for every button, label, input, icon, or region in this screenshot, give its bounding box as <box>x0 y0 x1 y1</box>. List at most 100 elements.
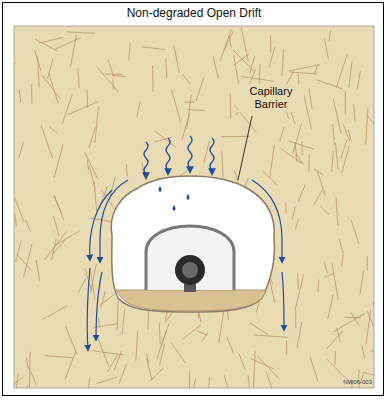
fracture-stroke <box>148 310 149 329</box>
fracture-stroke <box>314 169 323 175</box>
fracture-stroke <box>53 240 65 253</box>
fracture-stroke <box>321 206 330 214</box>
fracture-stroke <box>349 61 352 87</box>
fracture-stroke <box>54 216 60 236</box>
fracture-stroke <box>14 63 16 78</box>
fracture-stroke <box>337 328 341 342</box>
fracture-stroke <box>105 74 123 75</box>
fracture-stroke <box>219 308 224 343</box>
fracture-stroke <box>253 335 288 337</box>
fracture-stroke <box>222 151 223 178</box>
fracture-stroke <box>354 105 355 121</box>
fracture-stroke <box>239 354 245 370</box>
fracture-stroke <box>89 127 95 148</box>
fracture-stroke <box>344 317 361 318</box>
fracture-stroke <box>192 378 195 388</box>
waste-package-core <box>182 262 198 278</box>
fracture-stroke <box>54 195 64 220</box>
fracture-stroke <box>89 166 95 189</box>
fracture-stroke <box>49 73 58 103</box>
fracture-stroke <box>362 346 365 358</box>
fracture-stroke <box>290 72 317 74</box>
fracture-stroke <box>289 65 320 71</box>
fracture-stroke <box>270 145 275 178</box>
fracture-stroke <box>150 368 163 381</box>
fracture-stroke <box>332 263 338 300</box>
fracture-stroke <box>67 32 95 34</box>
fracture-stroke <box>298 184 305 202</box>
fracture-texture <box>14 27 374 388</box>
fracture-stroke <box>108 59 114 76</box>
fracture-stroke <box>297 273 298 289</box>
fracture-stroke <box>250 358 274 368</box>
fracture-stroke <box>269 47 275 68</box>
fracture-stroke <box>286 341 287 355</box>
fracture-stroke <box>257 356 279 379</box>
fracture-stroke <box>147 359 153 380</box>
fracture-stroke <box>183 325 201 339</box>
fracture-stroke <box>184 102 194 103</box>
fracture-stroke <box>317 280 319 293</box>
fracture-stroke <box>26 220 31 232</box>
fracture-stroke <box>208 377 210 388</box>
fracture-stroke <box>31 84 32 103</box>
waste-package <box>175 255 205 285</box>
fracture-stroke <box>14 377 23 388</box>
fracture-stroke <box>310 357 318 381</box>
fracture-stroke <box>91 264 97 293</box>
fracture-stroke <box>366 108 368 145</box>
fracture-stroke <box>55 38 82 50</box>
invert <box>116 290 266 311</box>
fracture-stroke <box>341 140 347 159</box>
figure-code: NW06-003 <box>343 379 372 385</box>
fracture-stroke <box>336 143 339 170</box>
fracture-stroke <box>95 107 99 143</box>
fracture-stroke <box>108 355 118 371</box>
fracture-stroke <box>302 142 303 156</box>
fracture-stroke <box>126 165 128 177</box>
fracture-stroke <box>166 58 167 78</box>
fracture-stroke <box>15 215 16 227</box>
fracture-stroke <box>129 42 130 60</box>
fracture-stroke <box>78 278 86 292</box>
fracture-stroke <box>87 378 90 388</box>
fracture-stroke <box>295 219 298 229</box>
fracture-stroke <box>333 124 335 145</box>
fracture-stroke <box>55 231 79 245</box>
fracture-stroke <box>324 262 327 274</box>
fracture-stroke <box>19 90 21 103</box>
fracture-stroke <box>266 372 273 388</box>
diversion-flow <box>87 180 284 350</box>
fracture-stroke <box>342 146 350 173</box>
fracture-stroke <box>197 331 207 336</box>
fracture-stroke <box>19 142 24 158</box>
fracture-stroke <box>333 99 341 134</box>
fracture-stroke <box>230 93 232 119</box>
fracture-stroke <box>309 89 312 109</box>
fracture-stroke <box>304 94 312 129</box>
fracture-stroke <box>333 313 365 332</box>
fracture-stroke <box>34 50 41 71</box>
fracture-stroke <box>366 310 371 345</box>
fracture-stroke <box>187 110 205 111</box>
fracture-stroke <box>41 125 53 158</box>
fracture-stroke <box>174 46 179 73</box>
fracture-stroke <box>67 102 98 115</box>
fracture-stroke <box>339 239 343 254</box>
fracture-stroke <box>101 291 106 309</box>
fracture-stroke <box>336 198 338 226</box>
fracture-stroke <box>334 351 336 366</box>
fracture-stroke <box>172 90 181 123</box>
fracture-stroke <box>318 172 326 196</box>
fracture-stroke <box>92 351 124 355</box>
fracture-stroke <box>367 311 373 326</box>
fracture-stroke <box>157 324 169 359</box>
fracture-stroke <box>270 35 271 52</box>
fracture-stroke <box>196 78 204 101</box>
fracture-stroke <box>296 154 303 164</box>
fracture-stroke <box>93 324 117 328</box>
fracture-stroke <box>288 141 314 149</box>
fracture-stroke <box>43 306 68 320</box>
fracture-stroke <box>182 75 190 84</box>
seepage-arrows <box>144 136 214 178</box>
